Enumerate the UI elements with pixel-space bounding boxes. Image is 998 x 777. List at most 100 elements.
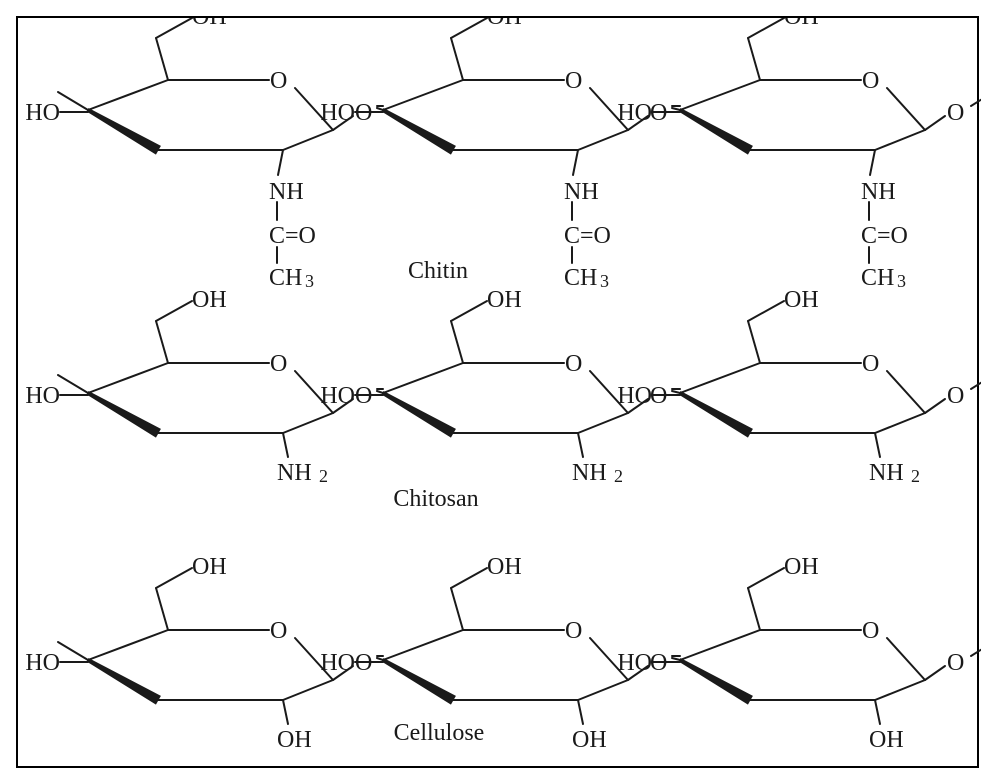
substituent-bond [874,699,881,725]
ho-label: HO [320,383,355,409]
methyl-subscript: 3 [897,271,906,291]
nh2-subscript: 2 [911,466,920,486]
ch2-bond [155,37,169,81]
carbonyl-oxygen-label: =O [285,223,316,249]
structure-row-chitin: OOHHONHC=OCH3OOHHONHC=OCH3OOHHONHC=OCH3O… [25,18,981,291]
ring-bond [679,362,761,394]
glycosidic-oxygen-label: O [650,650,667,676]
ring-bond [87,79,169,111]
nh2-label: NH [869,460,904,486]
oh6-label: OH [784,287,819,313]
ring-wedge-bond [86,391,161,438]
ch2-bond [155,320,169,364]
ring-oxygen-label: O [565,618,582,644]
figure-frame: OOHHONHC=OCH3OOHHONHC=OCH3OOHHONHC=OCH3O… [16,16,981,768]
ring-bond [679,79,761,111]
ring-bond [589,87,629,131]
ring-wedge-bond [678,658,753,705]
glycosidic-oxygen-label: O [650,383,667,409]
ring-wedge-bond [381,391,456,438]
ring-bond [87,629,169,661]
ch2-bond [155,587,169,631]
glycosidic-bond [924,665,946,681]
ring-bond [886,370,926,414]
glycosidic-oxygen-label: O [355,383,372,409]
chain-start-bond [57,374,89,394]
ring-bond [577,412,629,434]
substituent-bond [282,699,289,725]
ring-bond [886,87,926,131]
ho-label: HO [617,383,652,409]
ho-label: HO [25,650,60,676]
oh6-label: OH [192,554,227,580]
ring-bond [577,129,629,151]
ring-oxygen-label: O [270,618,287,644]
ch2-oh-bond [155,300,193,322]
ring-oxygen-label: O [565,68,582,94]
ring-oxygen-label: O [270,68,287,94]
oh6-label: OH [487,18,522,30]
ring-wedge-bond [86,658,161,705]
chain-start-bond [57,91,89,111]
glycosidic-oxygen-label: O [355,650,372,676]
ho-label: HO [320,100,355,126]
ring-wedge-bond [86,108,161,155]
ring-bond [282,412,334,434]
ring-wedge-bond [678,391,753,438]
glycosidic-bond [671,390,681,394]
ch2-oh-bond [747,18,785,39]
carbonyl-oxygen-label: =O [877,223,908,249]
ch2-oh-bond [450,300,488,322]
glycosidic-bond [924,398,946,414]
chitosan-caption: Chitosan [393,486,478,512]
oh6-label: OH [784,18,819,30]
substituent-bond [577,699,584,725]
nh-label: NH [269,179,304,205]
ch2-oh-bond [450,18,488,39]
glycosidic-oxygen-label: O [947,100,964,126]
methyl-label: CH [861,265,894,291]
ring-bond [589,370,629,414]
ch2-bond [450,320,464,364]
glycosidic-bond [376,107,384,111]
ring-wedge-bond [381,108,456,155]
carbonyl-carbon-label: C [861,223,877,249]
nh2-label: NH [277,460,312,486]
ring-bond [382,629,464,661]
glycosidic-bond [627,398,649,414]
ring-oxygen-label: O [565,351,582,377]
methyl-label: CH [564,265,597,291]
ring-bond [382,79,464,111]
oh6-label: OH [192,18,227,30]
glycosidic-bond [671,107,681,111]
glycosidic-bond [627,665,649,681]
nh-label: NH [564,179,599,205]
nh-bond [869,149,876,176]
chain-end-bond [970,648,981,657]
nh-bond [572,149,579,176]
ring-wedge-bond [678,108,753,155]
nh2-label: NH [572,460,607,486]
ch2-oh-bond [155,567,193,589]
ring-bond [294,637,334,681]
glycosidic-oxygen-label: O [650,100,667,126]
glycosidic-oxygen-label: O [355,100,372,126]
ring-bond [886,637,926,681]
glycosidic-bond [924,115,946,131]
glycosidic-bond [332,398,354,414]
ring-bond [294,87,334,131]
glycosidic-bond [376,657,384,661]
oh6-label: OH [784,554,819,580]
carbonyl-carbon-label: C [269,223,285,249]
ring-bond [87,362,169,394]
ring-bond [874,679,926,701]
ch2-oh-bond [747,300,785,322]
